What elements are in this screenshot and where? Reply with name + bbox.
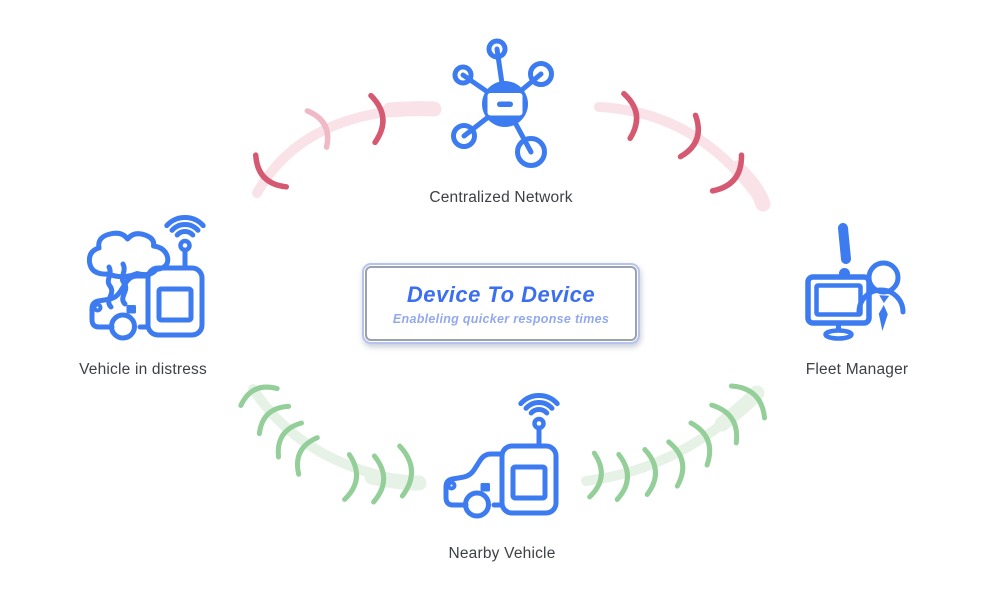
- centralized-network-icon: [451, 38, 554, 168]
- telematics-device-icon: [145, 238, 205, 338]
- signal-wave-arc: [642, 447, 658, 497]
- exclamation-icon: [838, 223, 851, 279]
- signal-wave-arc: [621, 90, 640, 142]
- signal-wave-arc: [587, 450, 604, 500]
- centralized-network-label: Centralized Network: [429, 189, 573, 206]
- fleet-manager-label: Fleet Manager: [805, 361, 909, 378]
- signal-wave-arc: [709, 402, 740, 446]
- signal-wave-arc: [304, 108, 331, 150]
- telematics-device-icon: [499, 416, 559, 516]
- card-subtitle: Enableling quicker response times: [392, 311, 610, 326]
- tie-icon: [878, 295, 890, 331]
- signal-wave-arc: [709, 152, 745, 194]
- signal-wave-arc: [397, 443, 414, 499]
- wifi-icon: [164, 215, 206, 238]
- hub-icon: [482, 81, 528, 127]
- wifi-icon: [518, 393, 560, 416]
- fleet-manager-icon: [805, 223, 906, 341]
- signal-wave-arc: [252, 152, 290, 190]
- smoke-icon: [86, 230, 171, 310]
- car-icon: [443, 451, 505, 519]
- signal-red-top-right: [594, 90, 771, 212]
- device-to-device-card: Device To Device Enableling quicker resp…: [362, 263, 640, 344]
- signal-wave-arc: [368, 92, 386, 146]
- signal-wave-arc: [256, 403, 292, 437]
- signal-wave-arc: [275, 420, 304, 460]
- signal-wave-arc: [666, 439, 686, 489]
- vehicle-in-distress-label: Vehicle in distress: [79, 361, 207, 378]
- vehicle-in-distress-icon: [86, 215, 206, 341]
- signal-green-bottom-left: [238, 384, 427, 505]
- signal-green-bottom-right: [581, 383, 768, 502]
- signal-wave-arc: [677, 112, 702, 160]
- signal-wave-arc: [688, 420, 713, 468]
- signal-wave-arc: [614, 452, 630, 502]
- signal-red-top-left: [252, 92, 442, 198]
- signal-wave-arc: [371, 453, 387, 505]
- card-title: Device To Device: [406, 281, 596, 307]
- card-inner-border: Device To Device Enableling quicker resp…: [365, 266, 637, 341]
- signal-wave-arc: [342, 452, 359, 502]
- signal-wave-arc: [728, 383, 768, 421]
- nearby-vehicle-icon: [443, 393, 560, 519]
- signal-wave-arc: [238, 384, 280, 408]
- monitor-icon: [805, 274, 872, 341]
- nearby-vehicle-label: Nearby Vehicle: [448, 545, 556, 562]
- car-icon: [89, 273, 151, 341]
- signal-wave-arc: [295, 435, 320, 477]
- satellite-nodes: [451, 38, 554, 168]
